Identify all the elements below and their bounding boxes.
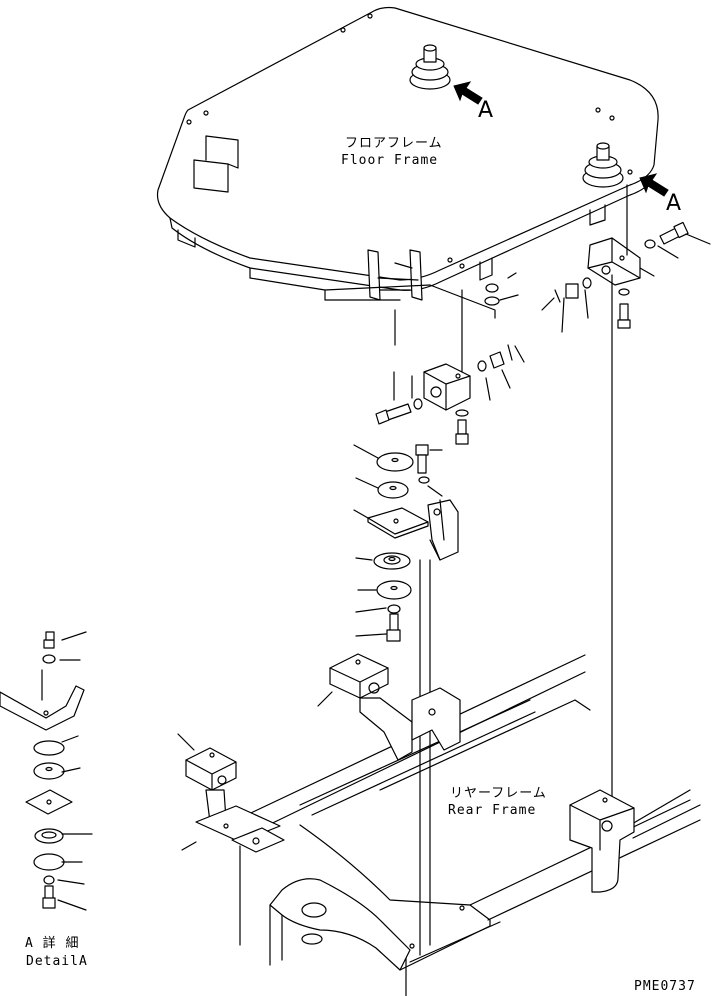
- right-mount-block: [587, 237, 641, 286]
- rubber-mount-lower: [373, 552, 411, 570]
- arrow-a-label: A: [478, 98, 493, 123]
- rear-left-bracket: [177, 733, 285, 946]
- bolt-lower: [386, 613, 401, 642]
- bracket-plate: [367, 499, 459, 561]
- rubber-washer-top: [376, 452, 414, 472]
- rubber-washer-lower: [376, 580, 412, 600]
- arrow-a-right: A: [639, 173, 681, 216]
- drawing-code: PME0737: [634, 979, 696, 994]
- right-small-bolt: [617, 288, 631, 329]
- rear-frame-label-en: Rear Frame: [448, 803, 536, 818]
- floor-frame-plate: [156, 6, 659, 319]
- washer-lower: [387, 604, 401, 614]
- floor-frame-label-en: Floor Frame: [341, 153, 438, 168]
- detail-a-stack: [0, 631, 93, 911]
- rear-frame: [235, 654, 701, 971]
- detail-a-label-jp: A 詳 細: [25, 935, 79, 951]
- side-bolt-stack: [415, 444, 430, 484]
- center-nut-washer: [455, 344, 513, 445]
- rear-center-bracket: [317, 653, 461, 761]
- detail-a-label-en: DetailA: [26, 954, 88, 969]
- floor-mount-right: [582, 142, 624, 188]
- floor-mount-left: [409, 44, 451, 90]
- rear-frame-label-jp: リヤーフレーム: [450, 786, 547, 801]
- rubber-washer-2: [377, 481, 409, 499]
- floor-frame-label-jp: フロアフレーム: [345, 136, 443, 151]
- right-nut-washer: [484, 277, 592, 306]
- rear-right-post: [569, 789, 635, 893]
- center-bolt: [375, 398, 423, 425]
- center-mount-block: [423, 363, 471, 411]
- arrow-a-upper: A: [453, 81, 493, 123]
- arrow-a-label: A: [666, 191, 681, 216]
- right-bolt: [644, 221, 689, 249]
